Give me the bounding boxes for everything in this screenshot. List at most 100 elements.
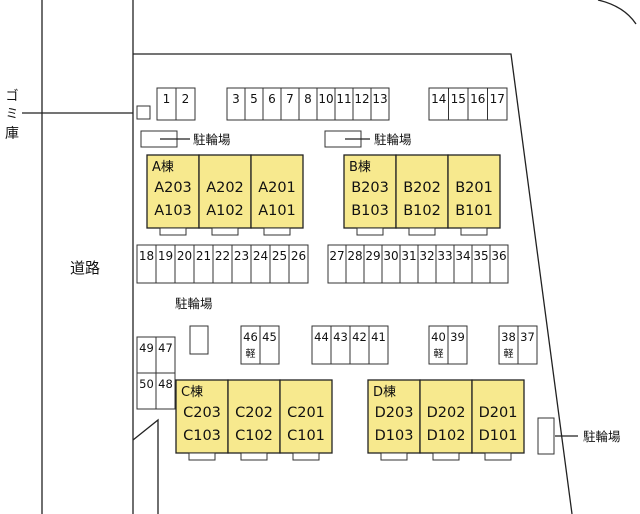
building-name: C棟 [181,385,203,400]
unit-entrance [159,227,187,236]
unit-lower-number: A101 [258,203,296,219]
garbage-label-2: ミ [5,107,18,122]
parking-number: 2 [182,92,190,106]
parking-number: 43 [333,330,348,344]
parking-number: 15 [451,92,466,106]
unit-entrance [211,227,239,236]
building-unit [279,379,333,454]
parking-number: 21 [196,249,211,263]
light-vehicle-mark: 軽 [504,348,514,360]
parking-number: 34 [455,249,470,263]
unit-upper-number: A202 [206,180,244,196]
parking-stall [155,372,176,410]
unit-upper-number: A203 [154,180,192,196]
bike-parking-label: 駐輪場 [193,132,231,147]
unit-upper-number: B203 [351,180,389,196]
unit-lower-number: A102 [206,203,244,219]
parking-number: 45 [262,330,277,344]
unit-upper-number: D202 [427,405,466,421]
parking-number: 49 [139,341,154,355]
parking-number: 47 [158,341,173,355]
building-unit [419,379,473,454]
unit-entrance [460,227,488,236]
boundary-lines [22,0,637,514]
parking-number: 30 [383,249,398,263]
parking-number: 25 [272,249,287,263]
parking-number: 50 [139,377,154,391]
parking-number: 17 [490,92,505,106]
parking-number: 27 [329,249,344,263]
bike-parking-box [537,417,555,455]
unit-upper-number: A201 [258,180,296,196]
parking-number: 13 [372,92,387,106]
parking-number: 41 [371,330,386,344]
unit-lower-number: D101 [479,428,518,444]
unit-lower-number: C101 [287,428,325,444]
parking-number: 42 [352,330,367,344]
unit-lower-number: D103 [375,428,414,444]
parking-number: 39 [450,330,465,344]
parking-number: 23 [234,249,249,263]
building-name: A棟 [152,160,174,175]
building-unit [175,379,229,454]
unit-entrance [432,452,460,461]
unit-upper-number: B201 [455,180,493,196]
unit-lower-number: D102 [427,428,466,444]
unit-entrance [380,452,408,461]
unit-entrance [408,227,436,236]
parking-number: 31 [401,249,416,263]
parking-number: 38 [501,330,516,344]
parking-stall [517,325,538,365]
parking-number: 22 [215,249,230,263]
parking-number: 14 [431,92,446,106]
parking-number: 32 [419,249,434,263]
unit-upper-number: C203 [183,405,221,421]
unit-entrance [240,452,268,461]
unit-upper-number: C201 [287,405,325,421]
parking-stall [259,325,280,365]
unit-entrance [356,227,384,236]
building-unit [250,154,304,229]
parking-number: 40 [431,330,446,344]
garbage-box [136,105,151,120]
unit-entrance [188,452,216,461]
parking-number: 16 [470,92,485,106]
parking-number: 5 [250,92,258,106]
building-unit [198,154,252,229]
unit-entrance [263,227,291,236]
parking-stall [175,87,196,121]
parking-number: 37 [520,330,535,344]
building-unit [471,379,525,454]
parking-number: 26 [291,249,306,263]
labels: ゴ ミ 庫 道路 [5,88,100,277]
unit-upper-number: C202 [235,405,273,421]
corner-arc [597,0,637,25]
parking-number: 12 [354,92,369,106]
building-unit [395,154,449,229]
building-name: B棟 [349,160,371,175]
unit-lower-number: C102 [235,428,273,444]
unit-upper-number: D203 [375,405,414,421]
garbage-label-1: ゴ [5,88,18,104]
parking-number: 8 [304,92,312,106]
bike-parking-label: 駐輪場 [583,429,621,444]
light-vehicle-mark: 軽 [246,348,256,360]
parking-number: 48 [158,377,173,391]
bike-parking-label: 駐輪場 [175,296,213,311]
building-name: D棟 [373,385,396,400]
unit-lower-number: A103 [154,203,192,219]
parking-number: 1 [163,92,171,106]
parking-number: 3 [232,92,240,106]
unit-lower-number: B101 [455,203,493,219]
parking-number: 46 [243,330,258,344]
parking-stall [447,325,468,365]
parking-number: 24 [253,249,268,263]
road-label: 道路 [70,259,100,277]
unit-upper-number: B202 [403,180,441,196]
unit-lower-number: B102 [403,203,441,219]
parking-stall [489,244,509,284]
parking-stall [370,87,390,121]
parking-number: 35 [473,249,488,263]
garbage-label-3: 庫 [5,125,19,142]
